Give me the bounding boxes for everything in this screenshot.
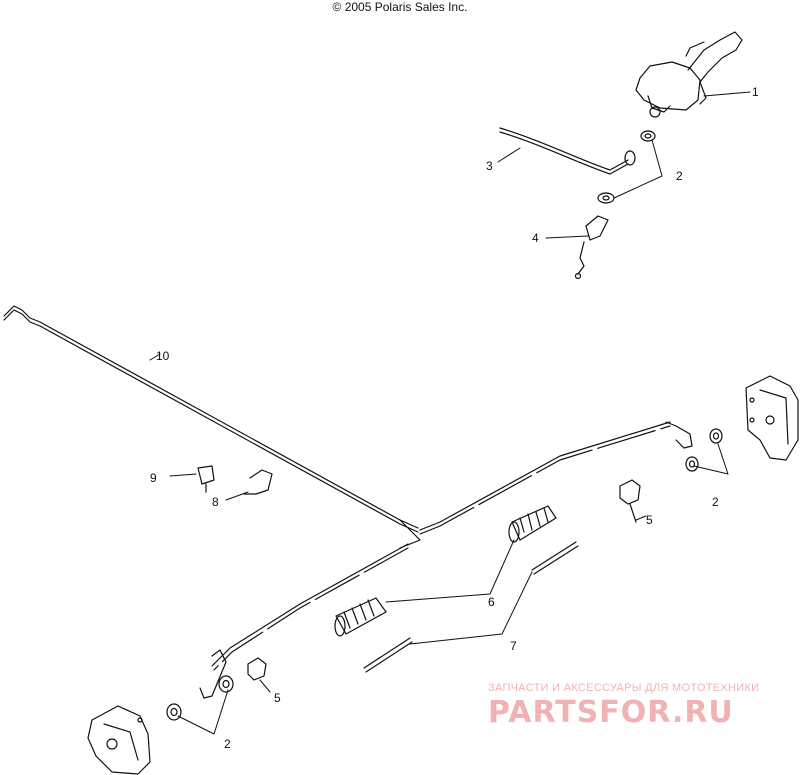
watermark-logo: PARTSFOR.RU	[488, 695, 734, 730]
part-10-brake-cable	[3, 305, 671, 671]
callout-2-right: 2	[712, 495, 719, 509]
part-3-brake-hose	[499, 127, 636, 175]
callout-2-top: 2	[676, 169, 683, 183]
leader-lines	[149, 91, 751, 735]
callout-2-left: 2	[224, 737, 231, 751]
part-7-pins	[363, 541, 579, 673]
callout-5-right: 5	[646, 513, 653, 527]
part-9-bleeder-valve	[197, 465, 215, 493]
left-brake-caliper	[87, 705, 151, 775]
right-brake-caliper	[745, 375, 799, 461]
copyright-text: © 2005 Polaris Sales Inc.	[332, 0, 468, 14]
part-6-grip-upper	[508, 505, 557, 543]
callout-4: 4	[532, 231, 539, 245]
callout-1: 1	[752, 85, 759, 99]
callout-7: 7	[510, 639, 517, 653]
callout-9: 9	[150, 471, 157, 485]
part-5-left-bolt	[247, 657, 267, 681]
callout-10: 10	[156, 349, 170, 363]
part-4-brake-switch	[574, 215, 609, 280]
callout-6: 6	[488, 595, 495, 609]
callout-8: 8	[212, 495, 219, 509]
callout-3: 3	[486, 159, 493, 173]
part-8-cable-clip	[243, 469, 273, 495]
callout-5-left: 5	[274, 691, 281, 705]
right-caliper-fitting	[665, 421, 723, 472]
callout-labels: 1 2 3 4 10 9 8 2 5 6 7 5 2	[150, 85, 759, 751]
watermark-tagline: ЗАПЧАСТИ И АКСЕССУАРЫ ДЛЯ МОТОТЕХНИКИ	[488, 682, 760, 694]
left-caliper-fitting	[166, 649, 234, 721]
part-5-right-bolt	[619, 479, 641, 523]
part-6-grip-lower	[334, 597, 387, 637]
part-1-master-cylinder-lever	[635, 31, 743, 118]
